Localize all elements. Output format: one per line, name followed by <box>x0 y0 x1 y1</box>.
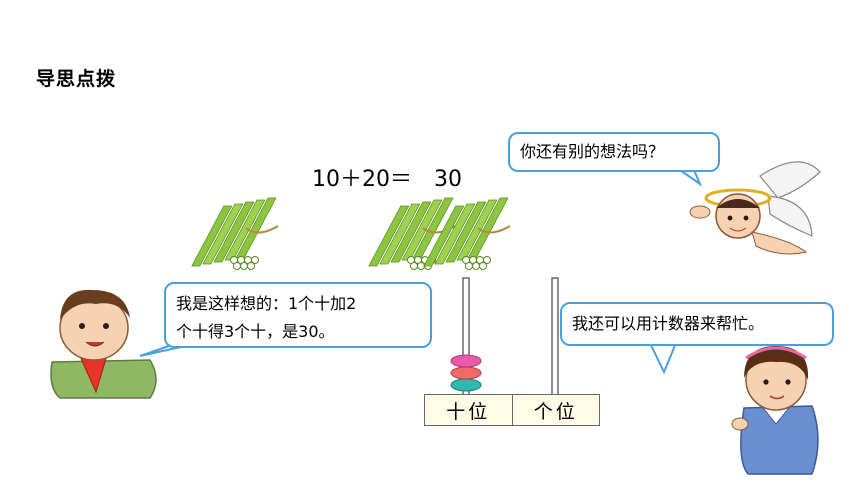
counter-bead <box>450 354 482 368</box>
angel-bubble-tail <box>676 169 703 187</box>
boy-speech-line: 我是这样想的：1个十加2 <box>176 294 357 313</box>
counter-bead <box>450 366 482 380</box>
stick-bundle <box>191 197 279 270</box>
equation: 10＋20＝ 30 <box>312 167 462 192</box>
boy-speech-line: 个十得3个十，是30。 <box>176 322 335 341</box>
girl-character <box>731 346 819 475</box>
angel-character <box>689 161 821 255</box>
place-value-table: 十位 个位 <box>424 394 600 426</box>
stick-bundle <box>423 197 511 270</box>
girl-bubble-tail <box>648 342 678 375</box>
ones-place-label: 个位 <box>511 395 600 425</box>
girl-speech-bubble: 我还可以用计数器来帮忙。 <box>560 302 834 346</box>
boy-character <box>50 289 157 399</box>
angel-speech-bubble: 你还有别的想法吗？ <box>508 132 720 172</box>
section-title: 导思点拨 <box>36 68 117 90</box>
tens-place-label: 十位 <box>446 400 491 423</box>
ones-rod <box>551 277 559 397</box>
counter-bead <box>450 378 482 392</box>
boy-speech-bubble: 我是这样想的：1个十加2 个十得3个十，是30。 <box>164 282 432 348</box>
